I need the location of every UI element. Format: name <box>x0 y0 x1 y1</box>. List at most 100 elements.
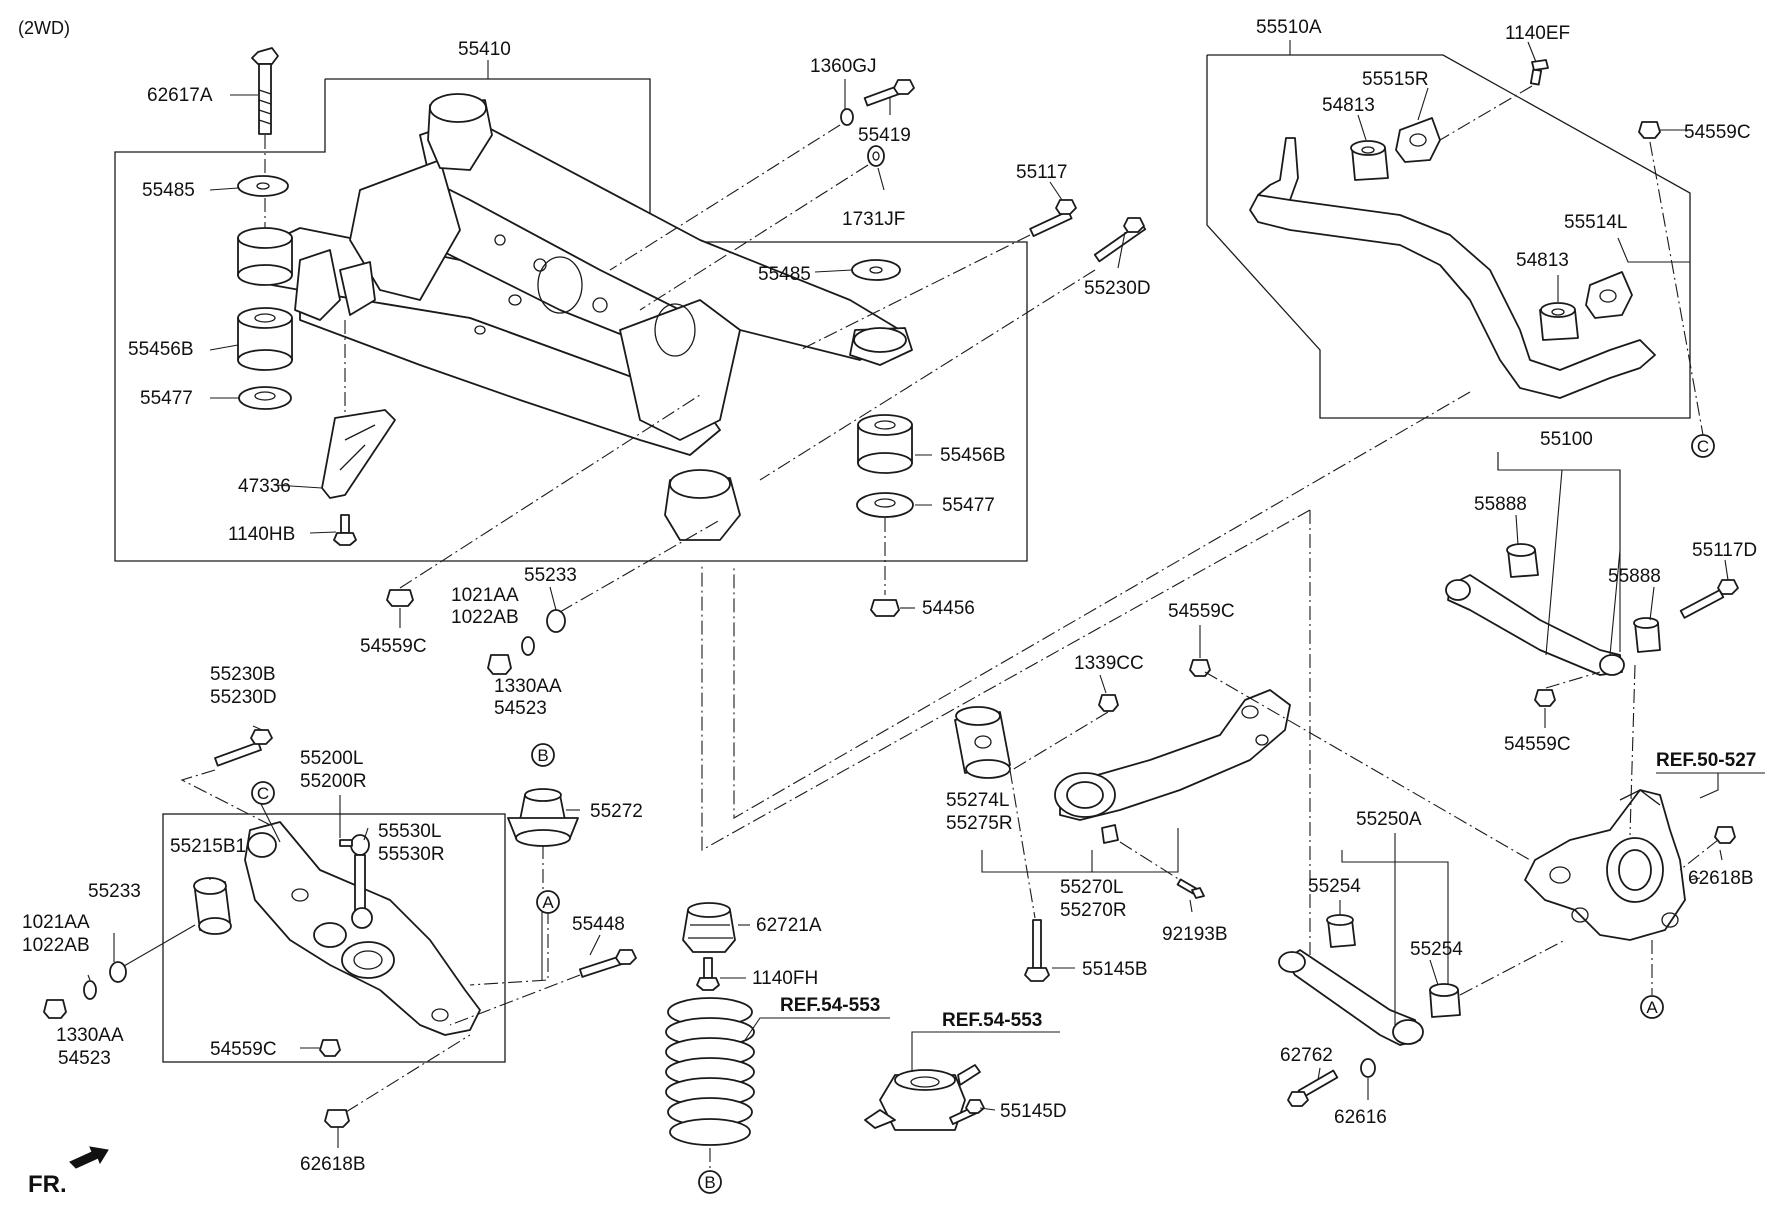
nut-54559c-crossmember <box>386 589 414 607</box>
drive-type-label: (2WD) <box>18 18 70 38</box>
front-label: FR. <box>28 1171 67 1198</box>
bolt-92193b <box>1176 878 1205 899</box>
nut-62618b-knuckle <box>1714 826 1736 844</box>
leader-lines <box>87 40 1729 1148</box>
bolt-1140hb <box>333 514 357 546</box>
bolt-1140ef <box>1529 59 1549 86</box>
label-54559c-lower-arm: 54559C <box>1168 601 1235 622</box>
bolt-1140fh <box>696 957 720 991</box>
label-62618b-lower: 62618B <box>300 1154 366 1175</box>
bushing-54813-upper <box>1350 140 1389 181</box>
washer-1360gj <box>840 108 854 126</box>
svg-text:B: B <box>537 746 548 765</box>
label-54559c-lower-box: 54559C <box>210 1039 277 1060</box>
label-55530r: 55530R <box>378 844 445 865</box>
bushing-55456b-right <box>857 414 913 474</box>
washer-62616 <box>1360 1058 1376 1078</box>
label-1339cc: 1339CC <box>1074 653 1144 674</box>
bracket-47336 <box>321 409 396 499</box>
label-55477-left: 55477 <box>140 388 193 409</box>
nut-54456 <box>870 599 900 617</box>
rear-crossmember <box>254 93 913 541</box>
ref-54-553-mount: REF.54-553 <box>942 1010 1042 1031</box>
nut-1021aa-upper <box>487 654 512 675</box>
label-54523-upper: 54523 <box>494 698 547 719</box>
svg-text:A: A <box>542 893 554 912</box>
label-62617a: 62617A <box>147 85 213 106</box>
callout-a-lower-arm: A <box>536 890 560 914</box>
label-55270l: 55270L <box>1060 877 1123 898</box>
label-55275r: 55275R <box>946 813 1013 834</box>
label-55254-left: 55254 <box>1308 876 1361 897</box>
nut-1021aa-lower <box>43 999 67 1019</box>
washer-1330aa-upper <box>521 636 535 656</box>
ref-54-553-spring: REF.54-553 <box>780 995 880 1016</box>
label-55419: 55419 <box>858 125 911 146</box>
label-55485-left: 55485 <box>142 180 195 201</box>
label-55456b-right: 55456B <box>940 445 1006 466</box>
stabilizer-group-box <box>1206 54 1691 419</box>
spring-pad-55272 <box>507 788 579 847</box>
callout-a-knuckle: A <box>1640 995 1664 1019</box>
label-55233-upper: 55233 <box>524 565 577 586</box>
ref-50-527: REF.50-527 <box>1656 750 1756 771</box>
label-1021aa-lower: 1021AA <box>22 912 90 933</box>
label-55530l: 55530L <box>378 821 441 842</box>
label-54813-upper: 54813 <box>1322 95 1375 116</box>
bushing-55254-left <box>1326 914 1356 948</box>
bump-stopper-62721a <box>682 902 736 953</box>
nut-1339cc <box>1098 694 1119 712</box>
lower-arm-group-box <box>162 813 506 1063</box>
label-55230b: 55230B <box>210 664 276 685</box>
shock-mount <box>864 1064 981 1131</box>
bolt-55117 <box>1029 199 1077 237</box>
label-54559c-crossmember: 54559C <box>360 636 427 657</box>
nut-54559c-lower-arm <box>319 1039 341 1057</box>
label-55250a: 55250A <box>1356 809 1422 830</box>
label-1140ef: 1140EF <box>1505 23 1570 44</box>
nut-62618b-lower <box>324 1109 350 1128</box>
lower-arm-55270l <box>1054 689 1291 844</box>
bolt-55230b <box>214 729 273 767</box>
bushing-55888-left <box>1506 543 1539 578</box>
stabilizer-bar-55510a <box>1249 137 1656 399</box>
label-55272: 55272 <box>590 801 643 822</box>
front-direction-arrow <box>69 1146 109 1169</box>
svg-text:A: A <box>1646 998 1658 1017</box>
label-92193b: 92193B <box>1162 924 1228 945</box>
label-47336: 47336 <box>238 476 291 497</box>
label-1330aa-upper: 1330AA <box>494 676 562 697</box>
bushing-55254-right <box>1429 983 1461 1018</box>
label-54559c-upper-arm: 54559C <box>1504 734 1571 755</box>
label-1140fh: 1140FH <box>752 968 818 989</box>
bushing-55274l <box>954 706 1011 779</box>
label-54813-lower: 54813 <box>1516 250 1569 271</box>
callout-b-spring-pad: B <box>531 743 555 767</box>
svg-text:C: C <box>257 784 269 803</box>
label-55200l: 55200L <box>300 748 363 769</box>
nut-54559c-upper-arm <box>1534 689 1556 707</box>
label-55888-left: 55888 <box>1474 494 1527 515</box>
label-55888-right: 55888 <box>1608 566 1661 587</box>
bolt-62617a <box>251 47 279 135</box>
label-55215b1: 55215B1 <box>170 836 246 857</box>
nut-54559c-stabilizer <box>1638 121 1661 139</box>
label-55254-right: 55254 <box>1410 939 1463 960</box>
upper-arm-55100 <box>1445 574 1625 676</box>
washer-1330aa-lower <box>83 980 97 1000</box>
label-55200r: 55200R <box>300 771 367 792</box>
label-62721a: 62721A <box>756 915 822 936</box>
part-labels: 62617A 55410 1360GJ 55419 1731JF 55117 5… <box>22 17 1757 1175</box>
bolt-62762 <box>1287 1069 1339 1107</box>
label-54456: 54456 <box>922 598 975 619</box>
label-55230d-upper: 55230D <box>1084 278 1151 299</box>
bolt-55448 <box>578 949 637 978</box>
label-55233-lower: 55233 <box>88 881 141 902</box>
label-55515r: 55515R <box>1362 69 1429 90</box>
callout-c-link: C <box>251 781 275 805</box>
label-55410: 55410 <box>458 39 511 60</box>
label-62618b-knuckle: 62618B <box>1688 868 1754 889</box>
bracket-55514l <box>1585 271 1633 319</box>
label-1330aa-lower: 1330AA <box>56 1025 124 1046</box>
label-55448: 55448 <box>572 914 625 935</box>
